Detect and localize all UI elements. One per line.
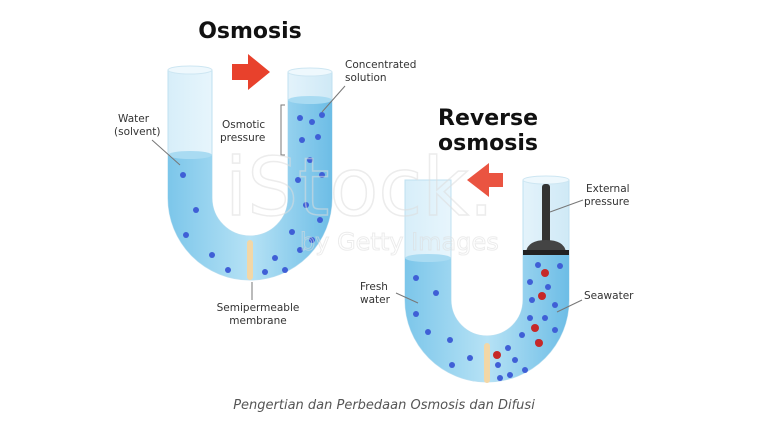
svg-text:iStock.: iStock.	[225, 141, 494, 234]
arrow-right-icon	[232, 54, 270, 90]
arrow-left-icon	[467, 163, 503, 197]
svg-text:by Getty Images: by Getty Images	[300, 228, 499, 256]
osmosis-title: Osmosis	[198, 19, 302, 44]
water-reverse	[405, 252, 569, 382]
membrane-reverse	[484, 343, 490, 383]
membrane-osmosis	[247, 240, 253, 280]
piston-icon	[523, 184, 569, 255]
salt-particles	[493, 269, 549, 359]
label-water: Water(solvent)	[114, 113, 160, 138]
label-seawater: Seawater	[584, 290, 634, 302]
figure-caption: Pengertian dan Perbedaan Osmosis dan Dif…	[233, 398, 535, 413]
solute-particles-reverse	[413, 262, 563, 381]
solute-particles-osmosis	[180, 112, 325, 275]
watermark: iStock. by Getty Images	[224, 140, 499, 256]
